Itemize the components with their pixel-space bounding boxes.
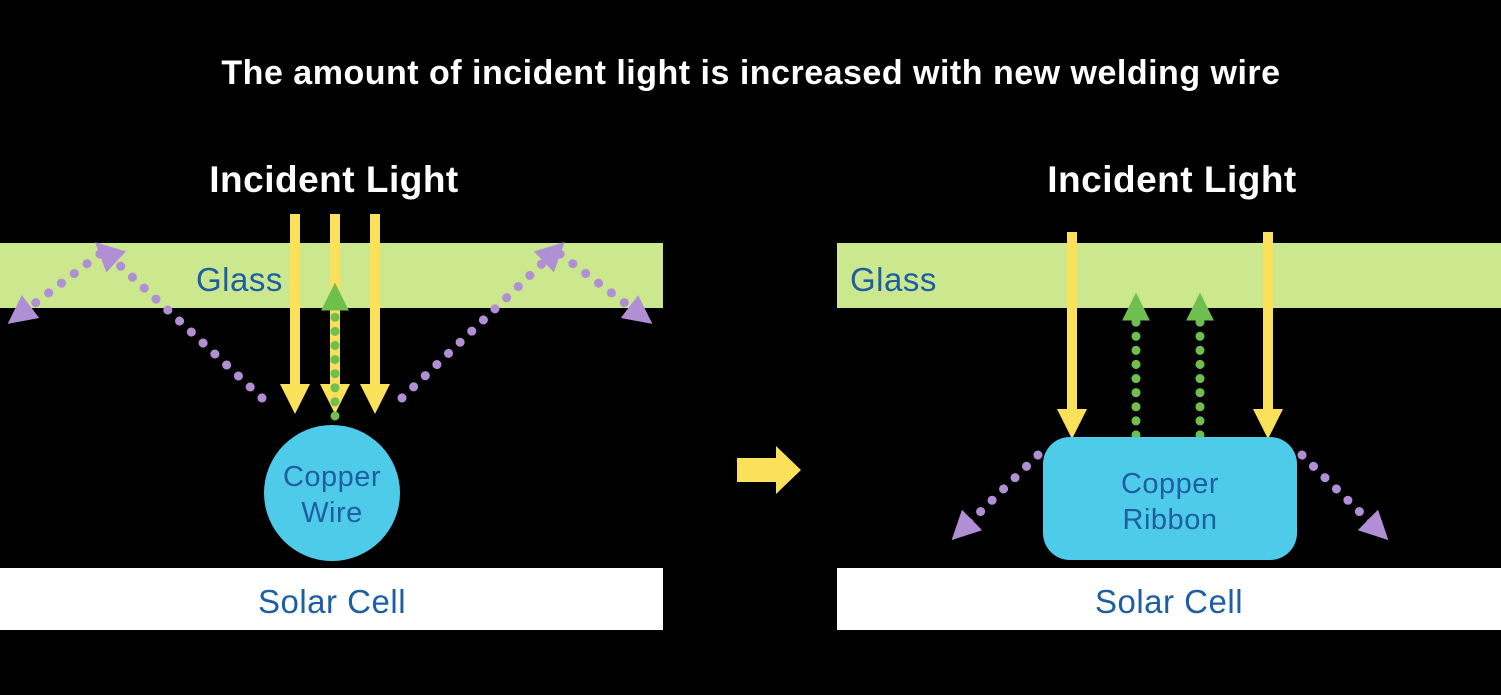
- copper-wire-label-line1: Copper: [283, 461, 381, 493]
- copper-wire-shape: [264, 425, 400, 561]
- copper-ribbon-label-line2: Ribbon: [1123, 504, 1218, 536]
- transition-right-arrow-icon: [737, 446, 801, 494]
- solar-cell-left: [0, 568, 663, 630]
- solar-cell-left-label: Solar Cell: [258, 583, 406, 620]
- left-incident-light-heading: Incident Light: [209, 159, 459, 200]
- copper-wire-label-line2: Wire: [301, 497, 363, 529]
- solar-cell-right-label: Solar Cell: [1095, 583, 1243, 620]
- scattered-ray-right-up: [397, 242, 565, 403]
- glass-right-label: Glass: [850, 261, 937, 298]
- glass-layer-right: [837, 243, 1501, 308]
- glass-left-label: Glass: [196, 261, 283, 298]
- scattered-ray-left-up: [95, 242, 267, 403]
- copper-ribbon-shape: [1043, 437, 1297, 560]
- copper-ribbon-label-line1: Copper: [1121, 468, 1219, 500]
- scattered-ray-right-exit: [555, 249, 653, 324]
- diagram-title: The amount of incident light is increase…: [221, 54, 1280, 92]
- scattered-ray-ribbon-right: [1297, 450, 1389, 541]
- solar-cell-right: [837, 568, 1501, 630]
- scattered-ray-left-exit: [7, 249, 105, 324]
- scattered-ray-ribbon-left: [951, 450, 1043, 541]
- right-incident-light-heading: Incident Light: [1047, 159, 1297, 200]
